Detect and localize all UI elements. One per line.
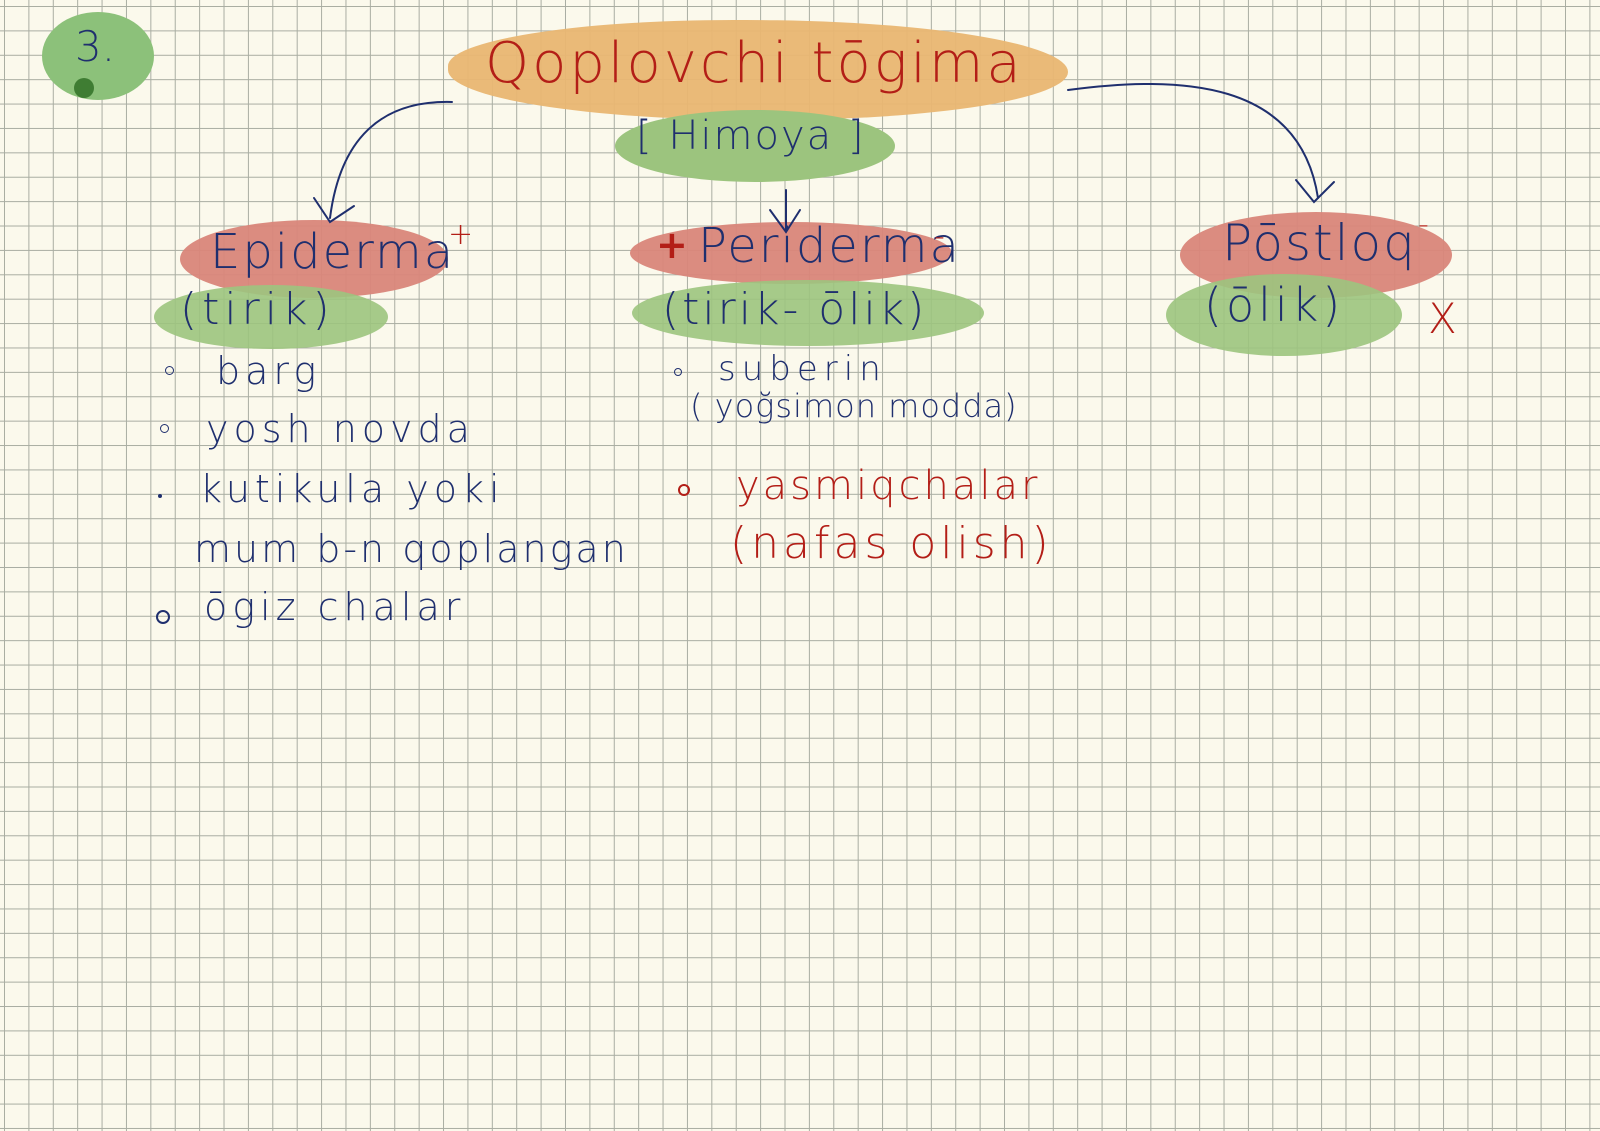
list-item: yasmiqchalar bbox=[736, 463, 1041, 509]
arrowhead-postloq bbox=[1295, 179, 1335, 204]
section-number: 3. bbox=[75, 22, 116, 71]
postloq-sign: - bbox=[1418, 207, 1429, 242]
epiderma-highlight bbox=[180, 220, 448, 298]
list-item: yosh novda bbox=[206, 407, 475, 451]
postloq-state-highlight bbox=[1166, 274, 1402, 356]
periderma-sign: - bbox=[934, 219, 945, 254]
number-badge bbox=[42, 12, 154, 100]
periderma-title: Periderma bbox=[698, 218, 961, 274]
root-highlight bbox=[448, 20, 1068, 120]
list-item: ōgiz chalar bbox=[204, 585, 466, 629]
epiderma-title: Epiderma bbox=[210, 224, 456, 280]
epiderma-sign: + bbox=[448, 217, 474, 252]
root-title: Qoplovchi tōgima bbox=[485, 31, 1024, 96]
bullet-dot bbox=[158, 494, 162, 498]
epiderma-state: (tirik) bbox=[180, 284, 335, 335]
bullet-dot bbox=[156, 610, 170, 624]
bullet-dot bbox=[165, 366, 174, 375]
list-item: (nafas olish) bbox=[730, 518, 1053, 569]
periderma-state: (tirik- ōlik) bbox=[662, 284, 928, 335]
list-item: barg bbox=[216, 349, 322, 393]
subtitle-highlight bbox=[615, 110, 895, 182]
bullet-dot bbox=[160, 424, 169, 433]
postloq-title: Pōstloq bbox=[1222, 214, 1417, 272]
postloq-state: (ōlik) bbox=[1204, 278, 1345, 332]
arrow-to-epiderma bbox=[329, 100, 453, 219]
list-item: ( yoğsimon modda) bbox=[690, 387, 1018, 425]
epiderma-state-highlight bbox=[154, 285, 388, 349]
arrow-to-postloq bbox=[1067, 83, 1319, 199]
list-item: kutikula yoki bbox=[200, 467, 505, 511]
root-subtitle: [ Himoya ] bbox=[636, 113, 866, 159]
periderma-prefix: + bbox=[656, 223, 688, 267]
periderma-state-highlight bbox=[632, 280, 984, 346]
list-item: suberin bbox=[718, 349, 887, 389]
arrowhead-epiderma bbox=[313, 197, 355, 224]
list-item: mum b-n qoplangan bbox=[194, 527, 629, 571]
bullet-dot bbox=[674, 368, 682, 376]
bullet-dot bbox=[74, 78, 94, 98]
bullet-dot bbox=[678, 484, 690, 496]
postloq-mark: X bbox=[1428, 294, 1457, 343]
